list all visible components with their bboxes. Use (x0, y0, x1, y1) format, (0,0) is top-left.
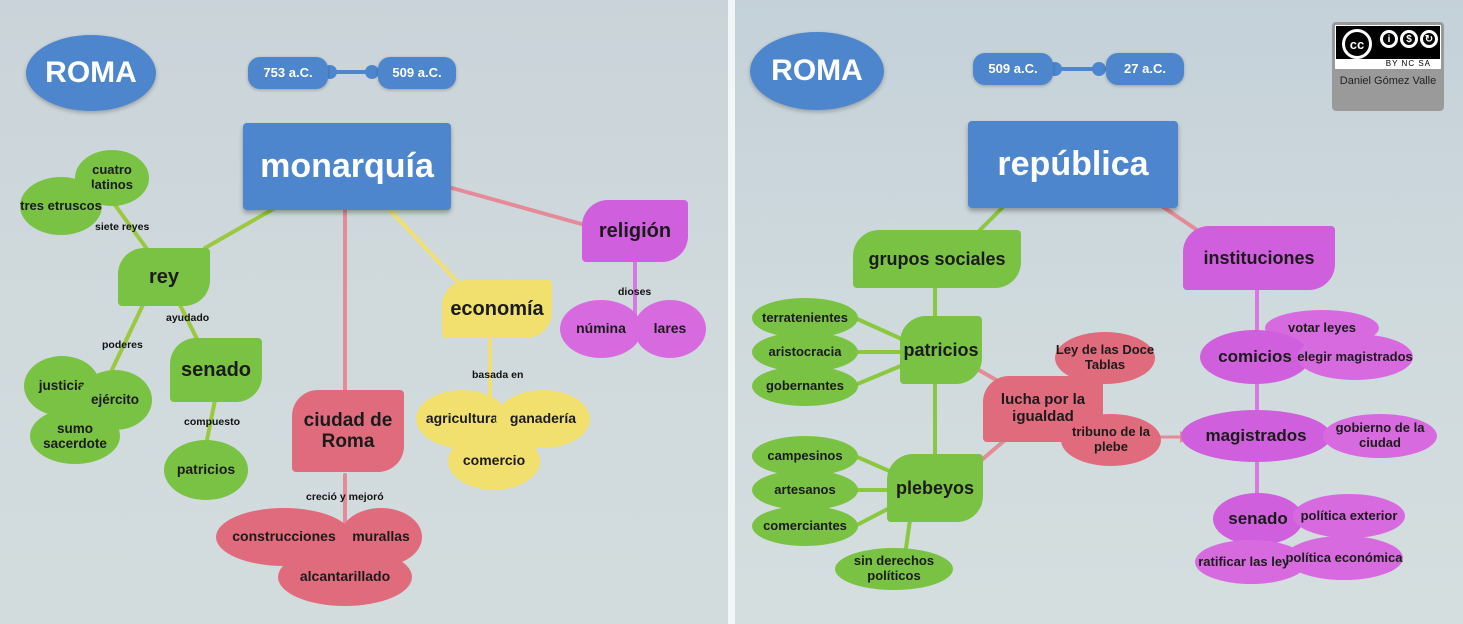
crecio-label: creció y mejoró (306, 491, 384, 503)
sumo-sacerdote-node: sumo sacerdote (30, 408, 120, 464)
politica-exterior-node: política exterior (1293, 494, 1405, 538)
roma-ellipse: ROMA (26, 35, 156, 111)
license-terms: BY NC SA (1335, 59, 1441, 69)
republica-map-panel: ROMA 509 a.C. 27 a.C. república cc i $ ↻… (735, 0, 1463, 624)
patricios-node: patricios (164, 440, 248, 500)
rey-node: rey (118, 248, 210, 306)
author-name: Daniel Gómez Valle (1339, 75, 1437, 87)
comercio-node: comercio (448, 432, 540, 490)
sa-icon: ↻ (1420, 30, 1438, 48)
monarquia-map-panel: ROMA 753 a.C. 509 a.C. monarquía cuatro … (0, 0, 728, 624)
ayudado-label: ayudado (166, 312, 210, 324)
campesinos-node: campesinos (752, 436, 858, 476)
panel-divider (728, 0, 735, 624)
artesanos-node: artesanos (752, 470, 858, 510)
grupos-sociales-node: grupos sociales (853, 230, 1021, 288)
terratenientes-node: terratenientes (752, 298, 858, 338)
compuesto-label: compuesto (184, 416, 241, 428)
sin-derechos-node: sin derechos políticos (835, 548, 953, 590)
date-start-pill: 509 a.C. (973, 53, 1053, 85)
nc-icon: $ (1400, 30, 1418, 48)
cc-icon: cc (1342, 29, 1372, 59)
poderes-label: poderes (102, 339, 143, 351)
numina-node: númina (560, 300, 642, 358)
tribuno-plebe-node: tribuno de la plebe (1061, 414, 1161, 466)
patricios-node: patricios (900, 316, 982, 384)
siete-reyes-label: siete reyes (95, 221, 150, 233)
basada-en-label: basada en (472, 369, 524, 381)
gobierno-ciudad-node: gobierno de la ciudad (1323, 414, 1437, 458)
religion-node: religión (582, 200, 688, 262)
dioses-label: dioses (618, 286, 652, 298)
magistrados-node: magistrados (1181, 410, 1331, 462)
elegir-magistrados-node: elegir magistrados (1297, 334, 1413, 380)
by-icon: i (1380, 30, 1398, 48)
senado-node: senado (1213, 493, 1303, 545)
plebeyos-node: plebeyos (887, 454, 983, 522)
aristocracia-node: aristocracia (752, 332, 858, 372)
alcantarillado-node: alcantarillado (278, 548, 412, 606)
politica-economica-node: política económica (1285, 536, 1403, 580)
republica-title: república (968, 121, 1178, 208)
lares-node: lares (634, 300, 706, 358)
senado-node: senado (170, 338, 262, 402)
ciudad-de-roma-node: ciudad de Roma (292, 390, 404, 472)
economia-node: economía (442, 280, 552, 338)
gobernantes-node: gobernantes (752, 366, 858, 406)
instituciones-node: instituciones (1183, 226, 1335, 290)
tres-etruscos-node: tres etruscos (20, 177, 102, 235)
date-start-pill: 753 a.C. (248, 57, 328, 89)
roma-ellipse: ROMA (750, 32, 884, 110)
comicios-node: comicios (1200, 330, 1310, 384)
date-end-pill: 509 a.C. (378, 57, 456, 89)
monarquia-title: monarquía (243, 123, 451, 210)
comerciantes-node: comerciantes (752, 506, 858, 546)
ley-doce-tablas-node: Ley de las Doce Tablas (1055, 332, 1155, 384)
date-end-pill: 27 a.C. (1106, 53, 1184, 85)
license-badge: cc i $ ↻ BY NC SA Daniel Gómez Valle (1332, 22, 1444, 111)
